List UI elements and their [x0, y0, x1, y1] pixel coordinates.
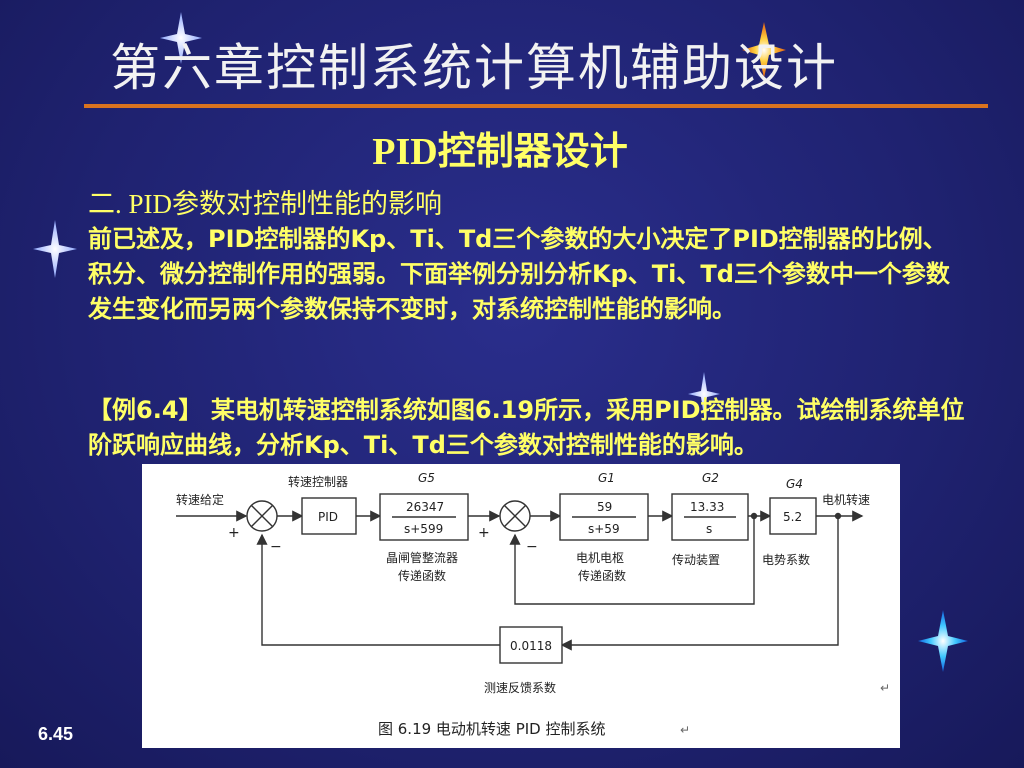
- g4-value: 5.2: [783, 510, 802, 524]
- input-label: 转速给定: [176, 492, 224, 507]
- sum1-minus: −: [270, 539, 282, 555]
- g5-caption-2: 传递函数: [398, 568, 446, 583]
- g1-caption-2: 传递函数: [578, 568, 626, 583]
- body-paragraph-intro: 前已述及，PID控制器的Kp、Ti、Td三个参数的大小决定了PID控制器的比例、…: [88, 225, 950, 323]
- sum2-minus: −: [526, 539, 538, 555]
- g2-caption: 传动装置: [672, 552, 720, 567]
- block-diagram-figure: 转速给定 转速控制器 PID + − G5 26347 s+599 晶闸管整流器…: [142, 464, 900, 748]
- g4-block: [769, 497, 817, 535]
- body-paragraph-example: 【例6.4】 某电机转速控制系统如图6.19所示，采用PID控制器。试绘制系统单…: [88, 396, 965, 459]
- slide-number: 6.45: [38, 724, 74, 744]
- sparkle-star-icon: [742, 22, 786, 78]
- sparkle-star-icon: [688, 372, 720, 416]
- sparkle-star-icon: [33, 220, 77, 278]
- outer-feedback-path: [256, 533, 500, 646]
- g1-caption-1: 电机电枢: [576, 550, 624, 565]
- g5-numerator: 26347: [406, 500, 444, 514]
- sum1-plus: +: [228, 525, 240, 541]
- slide-title: 第六章控制系统计算机辅助设计: [110, 39, 838, 97]
- g5-tag: G5: [418, 471, 435, 485]
- g1-tag: G1: [598, 471, 615, 485]
- return-mark: ↵: [680, 723, 690, 737]
- sparkle-star-icon: [918, 610, 968, 672]
- g5-denominator: s+599: [404, 522, 443, 536]
- g5-caption-1: 晶闸管整流器: [386, 550, 458, 565]
- g2-tag: G2: [702, 471, 719, 485]
- output-label: 电机转速: [822, 492, 870, 507]
- g4-caption: 电势系数: [762, 552, 810, 567]
- g4-tag: G4: [786, 477, 803, 491]
- pid-block: [301, 497, 357, 535]
- sum2-plus: +: [478, 525, 490, 541]
- controller-caption: 转速控制器: [288, 474, 348, 489]
- slide-subtitle: PID控制器设计: [372, 131, 628, 173]
- g2-denominator: s: [706, 522, 712, 536]
- title-divider: [84, 104, 988, 108]
- g2-numerator: 13.33: [690, 500, 724, 514]
- g1-numerator: 59: [597, 500, 612, 514]
- return-mark: ↵: [880, 681, 890, 695]
- feedback-gain-value: 0.0118: [510, 639, 552, 653]
- pid-label: PID: [318, 510, 338, 524]
- g1-denominator: s+59: [588, 522, 620, 536]
- feedback-gain-block: [499, 626, 563, 664]
- section-heading: 二. PID参数对控制性能的影响: [88, 189, 443, 219]
- sparkle-star-icon: [160, 12, 202, 64]
- feedback-caption: 测速反馈系数: [484, 680, 556, 695]
- inner-feedback-path: [509, 516, 755, 605]
- figure-caption: 图 6.19 电动机转速 PID 控制系统: [378, 720, 606, 738]
